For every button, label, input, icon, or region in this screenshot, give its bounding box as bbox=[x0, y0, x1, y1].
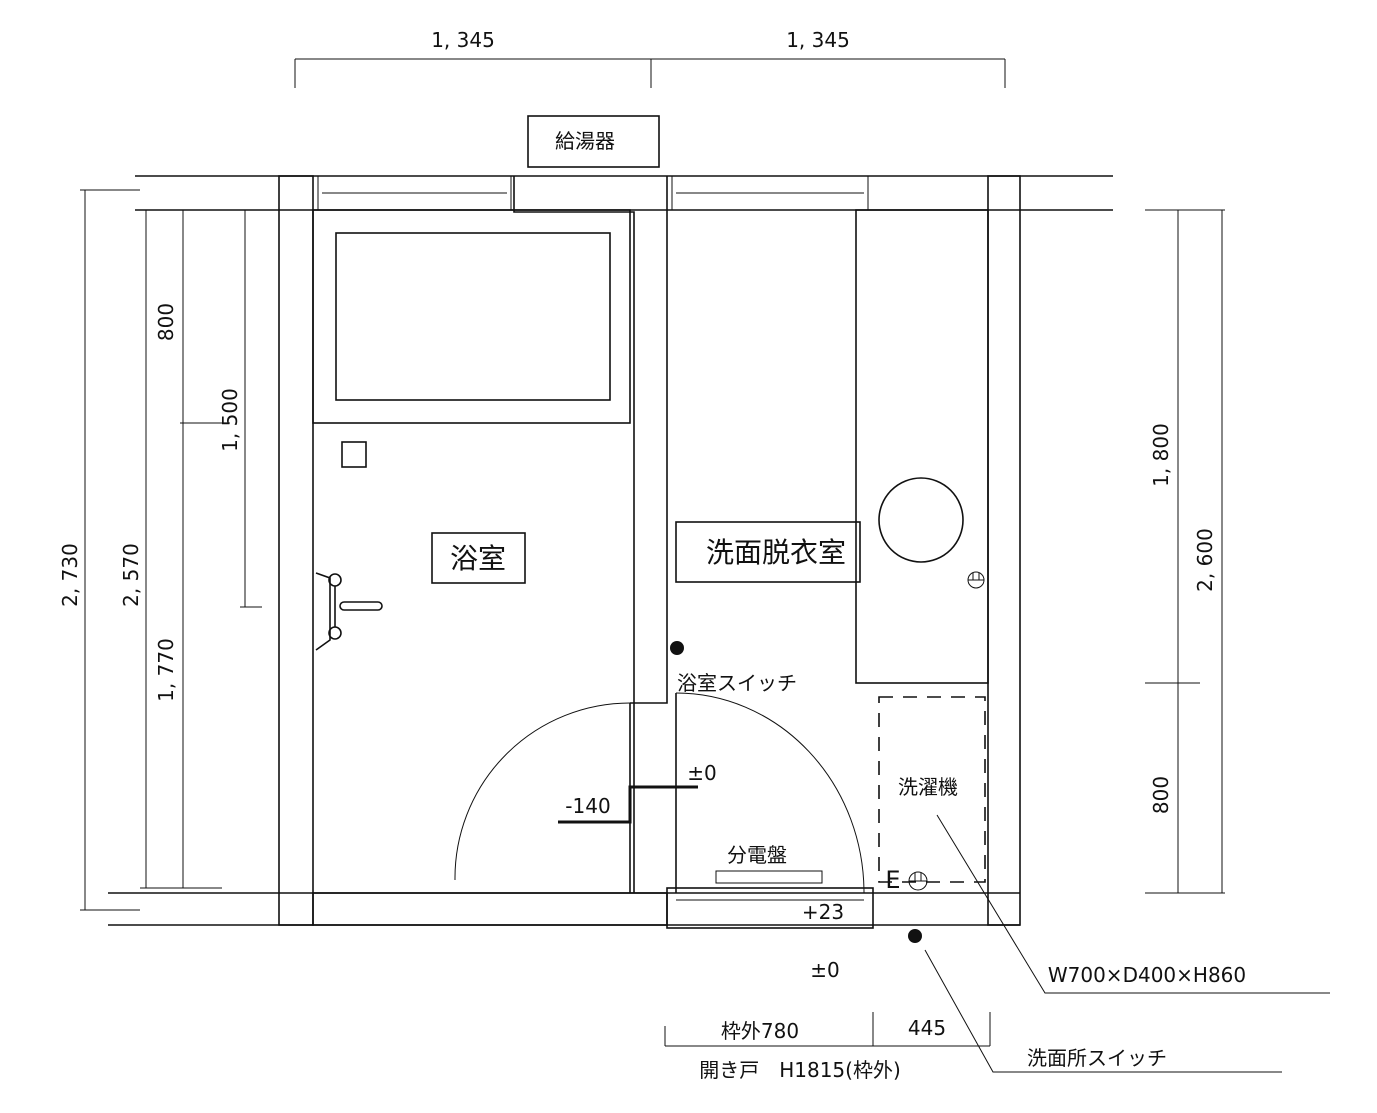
bath-fixture-icon bbox=[341, 441, 367, 468]
washroom-label: 洗面脱衣室 bbox=[706, 536, 846, 569]
dim-right-total: 2, 600 bbox=[1193, 528, 1217, 592]
washroom-door-swing bbox=[675, 692, 865, 894]
level-bath: -140 bbox=[565, 794, 610, 818]
outlet-icon bbox=[967, 571, 985, 589]
distribution-board-label: 分電盤 bbox=[727, 843, 787, 867]
washer-size-label: W700×D400×H860 bbox=[1048, 963, 1246, 987]
bath-switch-dot bbox=[670, 641, 684, 655]
water-heater-box bbox=[527, 115, 660, 168]
dim-side: 445 bbox=[908, 1016, 946, 1040]
earth-outlet-label: E bbox=[885, 866, 900, 894]
walls bbox=[108, 175, 1113, 926]
bottom-dimension: 枠外780 445 bbox=[664, 1012, 991, 1047]
door-note: 開き戸 H1815(枠外) bbox=[699, 1058, 901, 1082]
dim-right-lower: 800 bbox=[1149, 776, 1173, 814]
door-threshold bbox=[666, 887, 874, 929]
distribution-board bbox=[715, 870, 823, 884]
window-bath bbox=[317, 175, 512, 211]
dim-door-width: 枠外780 bbox=[721, 1019, 799, 1043]
washroom-switch-label: 洗面所スイッチ bbox=[1027, 1046, 1167, 1070]
dim-left-window: 1, 500 bbox=[218, 388, 242, 452]
washroom-label-box bbox=[675, 521, 861, 583]
earth-outlet-icon bbox=[908, 871, 928, 891]
water-heater-label: 給湯器 bbox=[555, 129, 615, 153]
top-dimension: 1, 345 1, 345 bbox=[294, 28, 1006, 88]
right-dimensions: 1, 800 800 2, 600 bbox=[1145, 209, 1225, 894]
grab-bar-icon bbox=[315, 572, 383, 651]
bath-switch-label: 浴室スイッチ bbox=[677, 671, 797, 695]
dim-left-inner: 2, 570 bbox=[119, 543, 143, 607]
dim-top-left: 1, 345 bbox=[431, 28, 495, 52]
bathroom-label-box bbox=[431, 532, 526, 584]
level-zero-outer: ±0 bbox=[810, 958, 839, 982]
switch-leader bbox=[924, 949, 1282, 1073]
mirror-basin bbox=[878, 477, 964, 563]
vanity bbox=[855, 209, 989, 684]
bathroom-label: 浴室 bbox=[450, 542, 506, 575]
floor-level-step bbox=[558, 785, 698, 824]
level-zero-inner: ±0 bbox=[687, 761, 716, 785]
dim-right-upper: 1, 800 bbox=[1149, 423, 1173, 487]
window-washroom bbox=[671, 175, 869, 211]
dim-top-right: 1, 345 bbox=[786, 28, 850, 52]
threshold-level: +23 bbox=[802, 900, 844, 924]
dim-left-total: 2, 730 bbox=[58, 543, 82, 607]
washing-machine-outline bbox=[878, 696, 986, 883]
dim-left-upper: 800 bbox=[154, 303, 178, 341]
washing-machine-label: 洗濯機 bbox=[898, 775, 958, 799]
washer-leader bbox=[936, 814, 1330, 994]
washroom-switch-dot bbox=[908, 929, 922, 943]
dim-left-lower: 1, 770 bbox=[154, 638, 178, 702]
bathtub bbox=[312, 209, 631, 424]
bath-door-swing bbox=[454, 702, 631, 881]
left-dimensions: 2, 730 2, 570 800 1, 770 1, 500 bbox=[58, 189, 262, 911]
